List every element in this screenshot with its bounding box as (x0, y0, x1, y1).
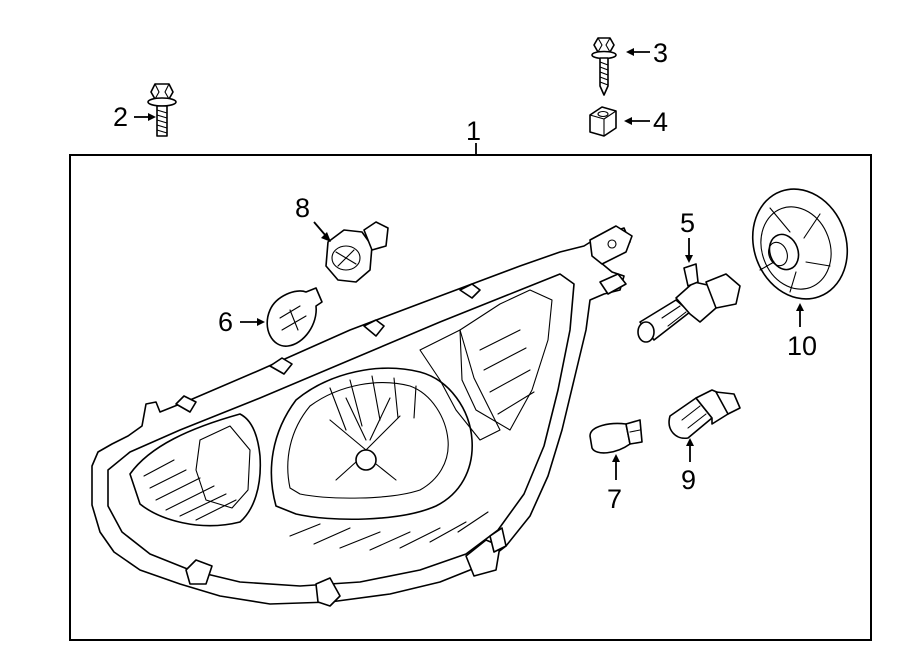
callout-7[interactable]: 7 (607, 454, 622, 514)
part-2-bolt[interactable] (147, 83, 177, 137)
callout-6[interactable]: 6 (218, 307, 265, 337)
callout-8-label: 8 (295, 193, 310, 223)
assembly-boundary-box (69, 154, 872, 641)
part-4-nut[interactable] (589, 106, 617, 137)
part-5-halogen-bulb[interactable] (637, 263, 741, 343)
callout-7-label: 7 (607, 484, 622, 514)
callout-2-label: 2 (113, 102, 128, 132)
callout-3[interactable]: 3 (626, 38, 668, 68)
part-9-bulb-socket[interactable] (668, 389, 741, 440)
callout-6-label: 6 (218, 307, 233, 337)
callout-9[interactable]: 9 (681, 438, 696, 495)
callout-1-label: 1 (466, 116, 481, 146)
part-6-bulb[interactable] (266, 287, 323, 347)
callout-2[interactable]: 2 (113, 102, 156, 132)
part-3-screw[interactable] (591, 37, 617, 96)
callout-10-label: 10 (787, 331, 817, 361)
callout-5[interactable]: 5 (680, 208, 695, 263)
callout-4-label: 4 (653, 107, 668, 137)
callout-3-label: 3 (653, 38, 668, 68)
part-8-socket[interactable] (325, 221, 389, 283)
callout-10[interactable]: 10 (787, 303, 817, 361)
headlamp-housing (91, 225, 633, 607)
part-10-dust-cover[interactable] (738, 176, 863, 313)
callout-1[interactable]: 1 (466, 116, 481, 155)
part-7-wedge-bulb[interactable] (589, 419, 643, 454)
callout-8[interactable]: 8 (295, 193, 331, 242)
callout-5-label: 5 (680, 208, 695, 238)
callout-4[interactable]: 4 (624, 107, 668, 137)
callout-9-label: 9 (681, 465, 696, 495)
